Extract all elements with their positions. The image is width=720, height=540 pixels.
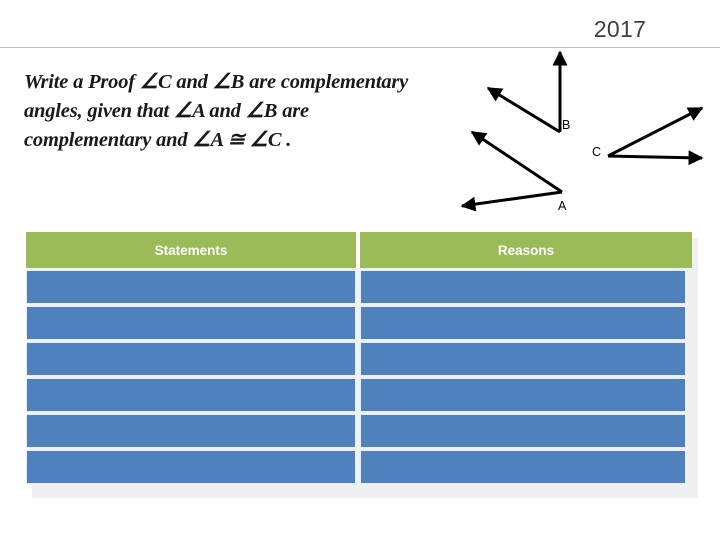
table-row[interactable] bbox=[26, 414, 692, 448]
reason-cell[interactable] bbox=[360, 342, 686, 376]
reason-cell[interactable] bbox=[360, 306, 686, 340]
statement-cell[interactable] bbox=[26, 450, 356, 484]
header-divider bbox=[0, 47, 720, 48]
proof-table: Statements Reasons bbox=[26, 232, 692, 484]
table-row[interactable] bbox=[26, 270, 692, 304]
table-row[interactable] bbox=[26, 306, 692, 340]
table-row[interactable] bbox=[26, 342, 692, 376]
statement-cell[interactable] bbox=[26, 378, 356, 412]
angle-A-rays bbox=[460, 130, 563, 212]
statement-cell[interactable] bbox=[26, 342, 356, 376]
header-divider bbox=[356, 232, 360, 268]
problem-statement: Write a Proof ∠C and ∠B are complementar… bbox=[24, 68, 469, 155]
statement-cell[interactable] bbox=[26, 270, 356, 304]
angle-C-rays bbox=[607, 106, 704, 166]
problem-line-3: complementary and ∠A ≅ ∠C . bbox=[24, 129, 292, 151]
statement-cell[interactable] bbox=[26, 306, 356, 340]
reason-cell[interactable] bbox=[360, 378, 686, 412]
reason-cell[interactable] bbox=[360, 450, 686, 484]
problem-line-2: angles, given that ∠A and ∠B are bbox=[24, 100, 309, 122]
table-row[interactable] bbox=[26, 450, 692, 484]
table-header-row: Statements Reasons bbox=[26, 232, 692, 268]
problem-line-1: Write a Proof ∠C and ∠B are complementar… bbox=[24, 71, 409, 93]
reason-cell[interactable] bbox=[360, 270, 686, 304]
year-label: 2017 bbox=[593, 16, 647, 42]
figure-label-a: A bbox=[558, 199, 567, 213]
geometry-figure: B A C bbox=[440, 40, 710, 220]
reason-cell[interactable] bbox=[360, 414, 686, 448]
statement-cell[interactable] bbox=[26, 414, 356, 448]
angle-B-rays bbox=[486, 50, 568, 134]
header-statements: Statements bbox=[26, 232, 356, 268]
figure-label-c: C bbox=[592, 145, 602, 159]
figure-label-b: B bbox=[562, 118, 571, 132]
figure-diagram-svg bbox=[460, 50, 704, 212]
table-row[interactable] bbox=[26, 378, 692, 412]
header-reasons: Reasons bbox=[360, 232, 692, 268]
